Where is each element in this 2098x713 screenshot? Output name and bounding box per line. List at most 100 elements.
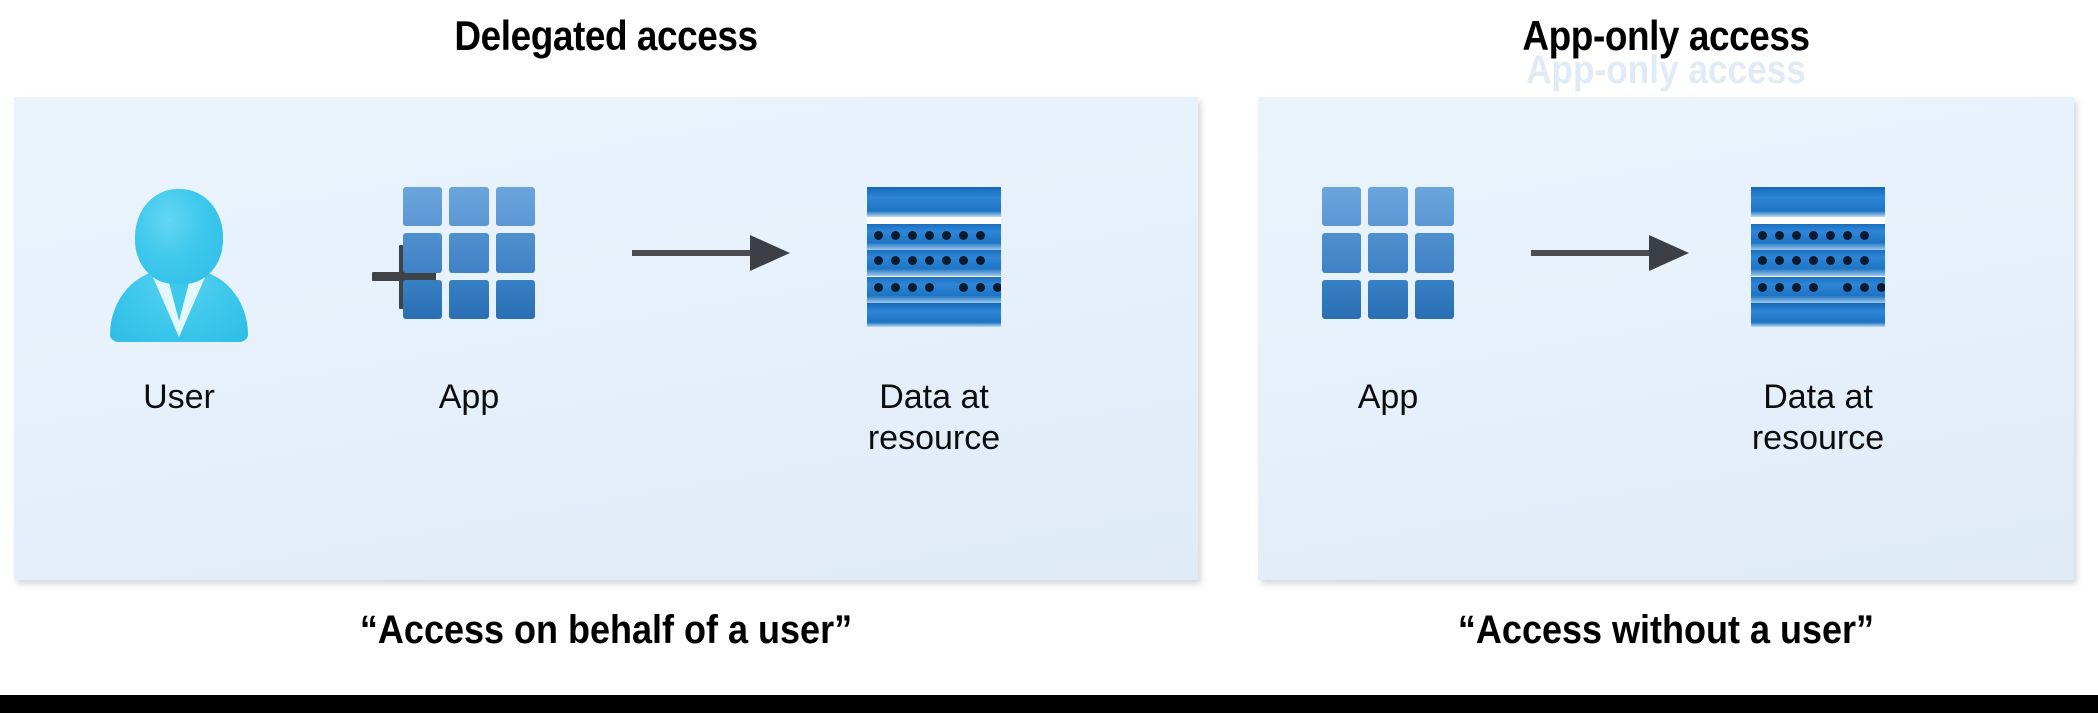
data-dot: [925, 231, 934, 240]
data-dot: [959, 256, 968, 265]
data-dot-gap: [942, 283, 951, 292]
panel-app-only-access: App: [1258, 97, 2074, 580]
data-band: [1751, 187, 1885, 217]
data-band: [867, 187, 1001, 217]
data-dot-row: [874, 231, 985, 240]
arrow-shaft: [1531, 250, 1653, 256]
arrow-head: [1649, 235, 1689, 271]
data-dot: [1826, 256, 1835, 265]
data-dot: [874, 231, 883, 240]
figure-app: App: [334, 187, 604, 416]
panel-caption-delegated-access: “Access on behalf of a user”: [359, 608, 853, 652]
panel-delegated-access: User App: [14, 97, 1198, 580]
data-band: [1751, 303, 1885, 327]
data-dot: [1860, 283, 1869, 292]
panel-caption-app-only-access: “Access without a user”: [1457, 608, 1875, 652]
data-dot: [908, 256, 917, 265]
app-grid-cell: [1414, 279, 1454, 319]
data-dot: [1877, 283, 1885, 292]
figure-row-app-only: App: [1258, 97, 2074, 580]
data-dot: [959, 283, 968, 292]
data-dot-row: [874, 256, 985, 265]
app-grid-cell: [449, 279, 489, 319]
data-dot: [1809, 231, 1818, 240]
data-dot: [891, 283, 900, 292]
data-dot: [1775, 231, 1784, 240]
app-grid-cell: [1368, 187, 1408, 227]
figure-label-data: Data at resource: [1751, 378, 1885, 457]
data-dot: [925, 256, 934, 265]
plus-icon: [372, 245, 436, 309]
app-grid-cell: [403, 233, 443, 273]
app-grid-icon: [403, 187, 535, 319]
data-dot: [1792, 231, 1801, 240]
figure-label-user: User: [143, 378, 215, 416]
data-dot: [874, 256, 883, 265]
panel-heading-delegated-access: Delegated access: [454, 12, 758, 59]
data-dot-row: [1758, 231, 1869, 240]
figure-label-data: Data at resource: [867, 378, 1001, 457]
data-dot: [1758, 256, 1767, 265]
app-grid-cell: [403, 279, 443, 319]
user-avatar-icon: [104, 187, 254, 342]
data-dot-row: [1758, 256, 1869, 265]
data-dot: [1826, 231, 1835, 240]
data-dot: [874, 283, 883, 292]
figure-data: Data at resource: [644, 187, 1224, 457]
figure-app: App: [1253, 187, 1523, 416]
data-dot: [942, 256, 951, 265]
data-dot: [1775, 283, 1784, 292]
figure-label-app: App: [438, 378, 500, 416]
figure-user: User: [44, 187, 314, 416]
data-dot: [942, 231, 951, 240]
data-dot: [1758, 283, 1767, 292]
app-grid-cell: [403, 187, 443, 227]
app-grid-cell: [1368, 233, 1408, 273]
bottom-black-bar: [0, 695, 2098, 713]
arrow-head: [750, 235, 790, 271]
app-grid-cell: [495, 233, 535, 273]
data-band: [867, 303, 1001, 327]
data-dot: [1843, 231, 1852, 240]
data-dot: [891, 256, 900, 265]
figure-row-delegated: User App: [14, 97, 1198, 580]
data-dot-gap: [1826, 283, 1835, 292]
app-grid-cell: [1322, 233, 1362, 273]
app-grid-cell: [1322, 187, 1362, 227]
panel-heading-app-only-access: App-only access: [1522, 12, 1810, 59]
arrow-right-icon: [1531, 233, 1691, 273]
data-dot: [1843, 283, 1852, 292]
data-dot-row: [874, 283, 1001, 292]
data-dot: [1860, 231, 1869, 240]
arrow-shaft: [632, 250, 754, 256]
app-grid-cell: [449, 187, 489, 227]
figure-data: Data at resource: [1618, 187, 2018, 457]
user-head-shape: [135, 189, 223, 284]
data-dot: [1792, 256, 1801, 265]
data-dot: [993, 283, 1001, 292]
data-server-icon: [867, 187, 1001, 327]
app-grid-cell: [495, 187, 535, 227]
arrow-right-icon: [632, 233, 792, 273]
app-grid-cell: [1322, 279, 1362, 319]
app-grid-cell: [1414, 233, 1454, 273]
data-dot: [976, 283, 985, 292]
data-dot: [1792, 283, 1801, 292]
data-dot: [976, 231, 985, 240]
data-dot: [1809, 256, 1818, 265]
data-dot: [1860, 256, 1869, 265]
data-dot: [1809, 283, 1818, 292]
data-dot: [925, 283, 934, 292]
app-grid-cell: [449, 233, 489, 273]
data-dot: [908, 231, 917, 240]
app-grid-icon: [1322, 187, 1454, 319]
data-dot: [959, 231, 968, 240]
data-dot-row: [1758, 283, 1885, 292]
data-dot: [976, 256, 985, 265]
data-dot: [891, 231, 900, 240]
data-server-icon: [1751, 187, 1885, 327]
app-grid-cell: [1414, 187, 1454, 227]
data-dot: [1843, 256, 1852, 265]
data-dot: [1758, 231, 1767, 240]
